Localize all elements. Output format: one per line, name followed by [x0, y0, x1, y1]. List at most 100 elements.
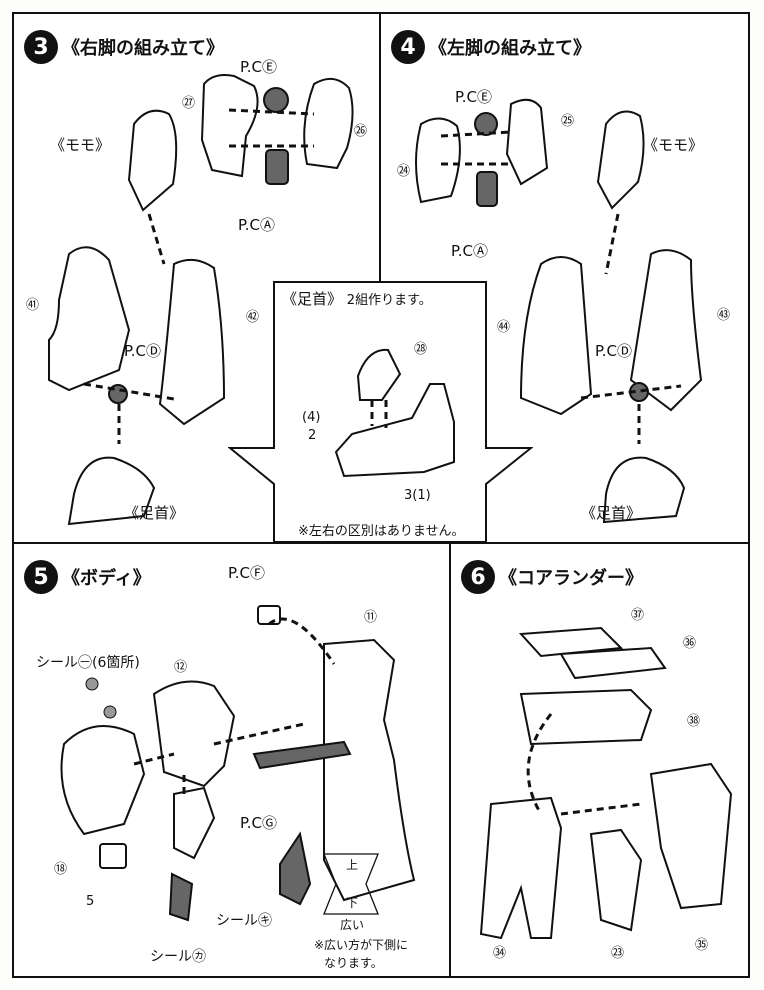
- ankle-l1-text: (1): [412, 488, 431, 503]
- seal-ka-text: シール: [150, 949, 192, 965]
- step4-ankle-label: 《足首》: [581, 504, 642, 522]
- seal-ki-text: シール: [216, 913, 258, 929]
- pc4-a-shape: [476, 171, 498, 207]
- step4-title-text: 《左脚の組み立て》: [429, 38, 591, 59]
- step4-pc-a-label: P.CⒶ: [451, 242, 488, 260]
- step5-title-text: 《ボディ》: [62, 568, 151, 589]
- step3-panel: 3 《右脚の組み立て》 P.CⒺ P.CⒶ P.CⒹ 《モモ》 《足首》 ㉗ ㉖…: [12, 12, 381, 544]
- step3-pc-e-label: P.CⒺ: [240, 58, 277, 76]
- step6-illustration: [479, 626, 733, 940]
- part-43-shape: [629, 249, 703, 412]
- part-42-label: ㊷: [246, 310, 260, 325]
- step6-panel: 6 《コアランダー》 ㊲ ㊱ ㊳ ㉞ ㉓ ㉟: [449, 542, 750, 978]
- step3-upper-dashes: [228, 108, 315, 148]
- part-34-shape: [479, 796, 563, 940]
- ankle3-shape: [67, 456, 156, 526]
- step5-pc-g-label: P.CⒼ: [240, 814, 277, 832]
- step3-momo-label: 《モモ》: [50, 136, 111, 154]
- part-44-label: ㊹: [497, 320, 511, 335]
- step5-pc-g-text: P.C: [240, 814, 262, 832]
- seal-e-dot-1: [85, 677, 99, 691]
- part-27-label: ㉗: [182, 96, 196, 111]
- ankle-dashes: [370, 400, 388, 428]
- step4-title: 4 《左脚の組み立て》: [391, 30, 591, 64]
- step3-pc-a-text: P.C: [238, 216, 260, 234]
- seal-up-label: 上: [346, 858, 359, 872]
- step3-title: 3 《右脚の組み立て》: [24, 30, 224, 64]
- step4-momo-label: 《モモ》: [643, 136, 704, 154]
- part-5-label: 5: [86, 894, 95, 909]
- part-37-label: ㊲: [631, 608, 645, 623]
- ankle-callout: 《足首》 2組作ります。 ㉘ (4) 2 3(1) ※左右の区別はありません。: [228, 280, 533, 544]
- part-26-label: ㉖: [354, 124, 368, 139]
- step5-note1: ※広い方が下側に: [314, 938, 409, 952]
- step5-note2: なります。: [324, 956, 383, 970]
- part-24-shape: [415, 117, 461, 204]
- part-38-shape: [519, 688, 653, 746]
- step3-pc-d-label: P.CⒹ: [124, 342, 161, 360]
- ankle-l4: (4): [302, 410, 321, 425]
- thigh-shape: [127, 109, 178, 212]
- part-42-shape: [158, 258, 226, 426]
- pc4-e-shape: [474, 112, 498, 136]
- part-12-label: ⑫: [174, 660, 188, 675]
- step4-illustration: [415, 98, 703, 524]
- step6-title: 6 《コアランダー》: [461, 560, 643, 594]
- part-35-label: ㉟: [695, 938, 709, 953]
- ankle-l2: 2: [308, 428, 317, 443]
- step3-illustration: [48, 74, 354, 526]
- part-36-label: ㊱: [683, 636, 697, 651]
- step5-title: 5 《ボディ》: [24, 560, 151, 594]
- ankle-callout-frame: [228, 281, 533, 543]
- step5-dashes: [133, 617, 336, 794]
- part-41-label: ㊶: [26, 298, 40, 313]
- part-36-shape: [559, 646, 667, 680]
- part-18-label: ⑱: [54, 862, 68, 877]
- step5-seal-ka-label: シール㋕: [150, 949, 206, 965]
- part-23-label: ㉓: [611, 946, 625, 961]
- step4-pc-e-label: P.CⒺ: [455, 88, 492, 106]
- seal-e-text: シール: [36, 655, 78, 671]
- step4-lower-dashes: [580, 213, 682, 444]
- step5-illustration: [60, 605, 416, 922]
- step6-number: 6: [461, 560, 495, 594]
- part-43-label: ㊸: [717, 308, 731, 323]
- seal-ka-shape: [168, 872, 194, 922]
- seal-down-label: 下: [346, 896, 359, 910]
- step5-seal-e-label: シール㊀(6箇所): [36, 655, 140, 671]
- step3-pc-e-text: P.C: [240, 58, 262, 76]
- part-28-shape: [356, 348, 402, 401]
- part-27-shape: [200, 74, 259, 178]
- part-24-label: ㉔: [397, 164, 411, 179]
- thigh4-shape: [596, 110, 645, 210]
- pc-f-shape: [257, 605, 281, 625]
- ankle4-shape: [602, 456, 686, 524]
- step3-pc-a-label: P.CⒶ: [238, 216, 275, 234]
- step5-seal-ki-label: シール㋖: [216, 913, 272, 929]
- seal-e-count-text: (6箇所): [92, 655, 140, 671]
- ankle-base-shape: [334, 383, 455, 478]
- seal-shape-guide: [323, 853, 379, 915]
- part-41-shape: [48, 246, 131, 392]
- seal-e-dot-2: [103, 705, 117, 719]
- step3-title-text: 《右脚の組み立て》: [62, 38, 224, 59]
- step4-pc-e-text: P.C: [455, 88, 477, 106]
- part-37-shape: [518, 626, 624, 658]
- part-23-shape: [589, 828, 643, 932]
- step5-number: 5: [24, 560, 58, 594]
- part-35-shape: [649, 762, 733, 910]
- step6-dashes: [526, 713, 642, 816]
- part-11-shape: [323, 638, 416, 902]
- pc-g-shape: [252, 740, 352, 770]
- step5-pc-f-text: P.C: [228, 564, 250, 582]
- step3-lower-dashes: [83, 213, 175, 444]
- seal-ki-shape: [279, 831, 312, 906]
- part-38-label: ㊳: [687, 714, 701, 729]
- part-25-label: ㉕: [561, 114, 575, 129]
- lower-body-shape: [173, 786, 216, 860]
- step3-pc-d-text: P.C: [124, 342, 146, 360]
- ankle-l3-l1: 3(1): [404, 488, 431, 503]
- step4-number: 4: [391, 30, 425, 64]
- ankle-title-text: 《足首》: [282, 290, 343, 308]
- part-28-label: ㉘: [414, 342, 428, 357]
